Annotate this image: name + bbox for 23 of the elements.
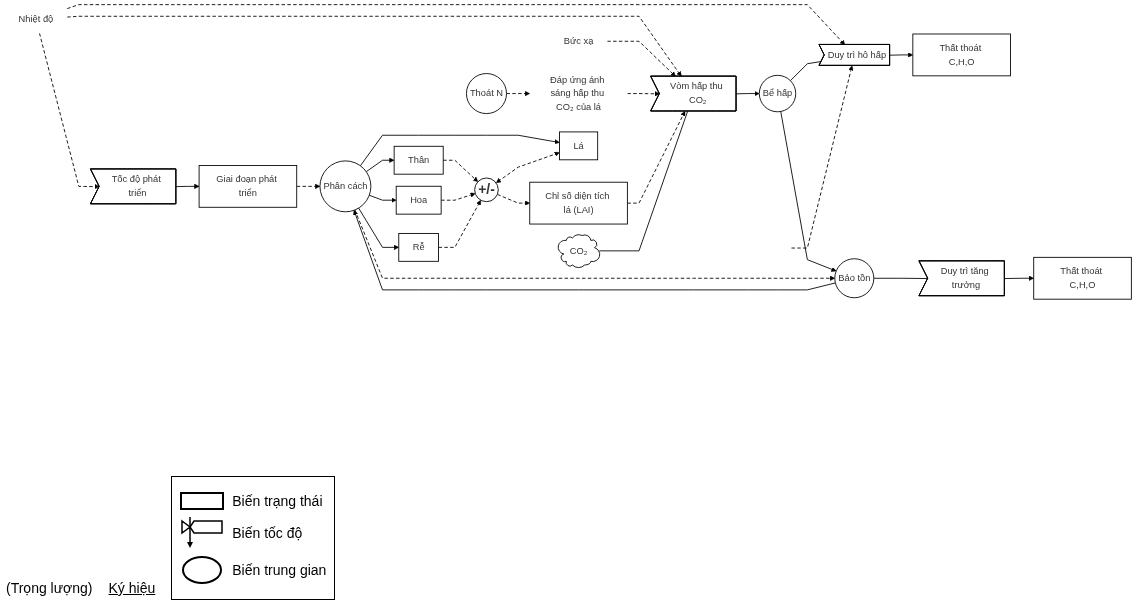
node-text: Đáp ứng ánh sáng hấp thu CO₂ của lá [550, 74, 605, 113]
node-text: Bức xạ [563, 36, 594, 46]
node-box: Giai đoạn phát triển [198, 165, 298, 208]
node-circle: Bể hấp [758, 74, 797, 113]
node-box: Chỉ số diện tích lá (LAI) [529, 181, 628, 225]
node-circle: +/- [474, 177, 499, 203]
node-box: Lá [559, 131, 599, 161]
node-box: Rễ [398, 233, 439, 262]
node-circle: Bảo tồn [834, 258, 875, 299]
node-box: Hoa [395, 185, 442, 215]
legend-text: Biến tốc độ [232, 525, 303, 541]
note-text: (Trọng lượng) [6, 580, 93, 596]
connector [789, 61, 822, 82]
note-text: Ký hiệu [108, 580, 156, 596]
node-circle: Thoát N [466, 73, 507, 115]
node-box: Thất thoát C,H,O [1033, 256, 1132, 300]
connector [873, 277, 929, 279]
node-circle: Phân cách [319, 160, 372, 213]
node-box: Thất thoát C,H,O [912, 33, 1011, 77]
node-text: Nhiệt độ [18, 14, 54, 24]
legend-text: Biến trung gian [232, 562, 327, 578]
node-box: Thân [393, 145, 444, 175]
legend-text: Biến trạng thái [232, 493, 323, 509]
